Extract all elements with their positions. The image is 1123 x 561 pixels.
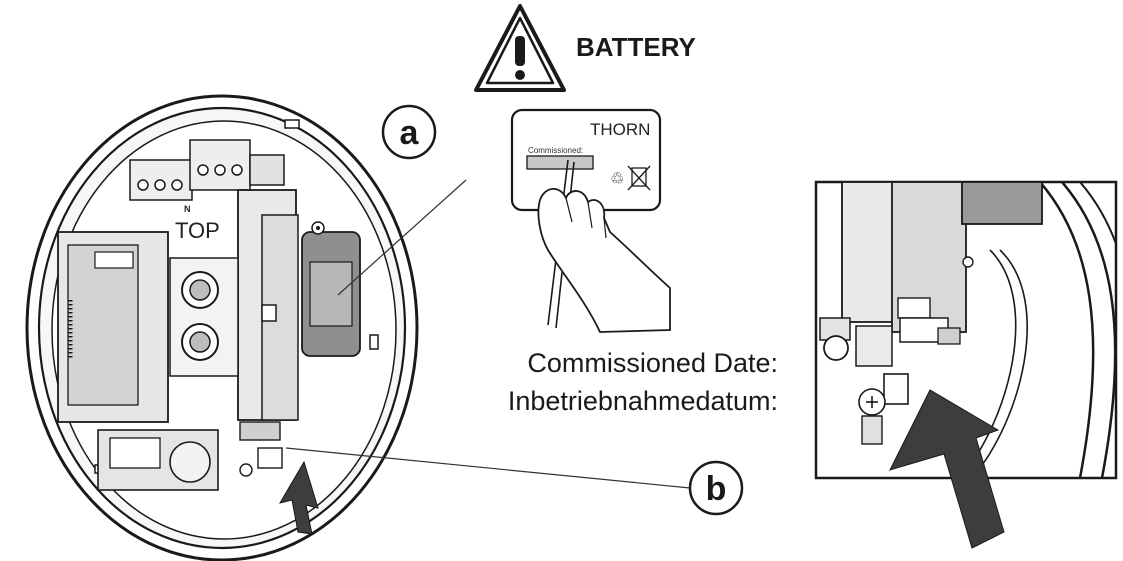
callout-b: b bbox=[688, 460, 744, 516]
exclamation-bar bbox=[515, 36, 525, 66]
battery-pack bbox=[301, 221, 361, 357]
leader-line-b bbox=[285, 447, 691, 489]
driver-clip bbox=[261, 304, 277, 322]
hand-writing-icon bbox=[537, 159, 671, 333]
leader-line-a bbox=[337, 179, 467, 296]
ring-tab bbox=[369, 334, 379, 350]
warning-label: BATTERY bbox=[576, 32, 696, 62]
commissioned-date-text: Commissioned Date: bbox=[527, 348, 778, 378]
top-orientation-label: TOP bbox=[175, 218, 220, 243]
exclamation-dot bbox=[515, 70, 525, 80]
warning-battery: BATTERY bbox=[474, 4, 696, 92]
callout-a-letter: a bbox=[400, 114, 420, 152]
led-module bbox=[57, 231, 169, 423]
arrow-to-connector-icon bbox=[278, 460, 319, 535]
luminaire-device-left: N TOP bbox=[25, 94, 419, 561]
callout-b-letter: b bbox=[706, 470, 727, 508]
crossed-bin-icon bbox=[627, 165, 651, 191]
callout-a: a bbox=[381, 104, 437, 160]
label-brand: THORN bbox=[590, 120, 650, 139]
ring-tab bbox=[284, 119, 300, 129]
terminal-n-label: N bbox=[184, 204, 191, 214]
inbetriebnahmedatum-text: Inbetriebnahmedatum: bbox=[508, 386, 778, 416]
recycle-icon: ♲ bbox=[610, 171, 624, 188]
commissioned-date-field bbox=[526, 155, 594, 170]
commissioning-label-card: THORN Commissioned: ♲ bbox=[510, 108, 671, 333]
arrow-to-inset-connector-icon bbox=[889, 389, 1005, 549]
label-field-caption: Commissioned: bbox=[528, 146, 583, 155]
sensor-board bbox=[97, 429, 219, 491]
battery-connector bbox=[239, 421, 283, 477]
terminal-block: N bbox=[129, 139, 285, 214]
lens-assembly bbox=[169, 257, 239, 377]
